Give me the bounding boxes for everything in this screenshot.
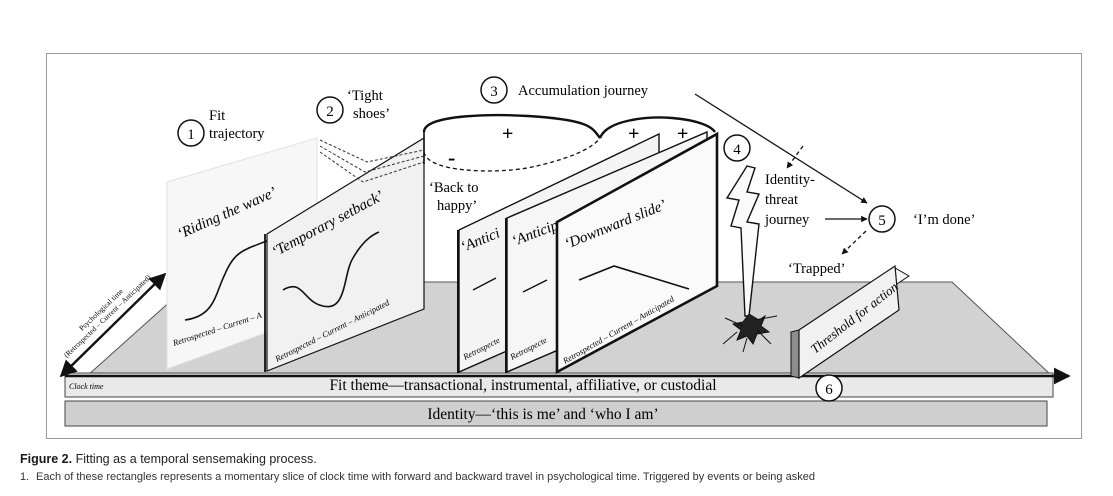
step-number-2: 2 <box>326 104 334 120</box>
fit-theme-text: Fit theme—transactional, instrumental, a… <box>329 377 716 394</box>
im-done-label: ‘I’m done’ <box>913 212 975 228</box>
figure-frame: Clock time Fit theme—transactional, inst… <box>46 53 1082 439</box>
step-number-1: 1 <box>187 127 195 143</box>
cylinder-top-ellipse <box>422 113 601 139</box>
step-circle-5 <box>868 205 896 233</box>
identity-threat-line1: Identity- <box>765 172 815 188</box>
clock-time-label: Clock time <box>69 382 104 391</box>
done-to-trapped-dashed-arrow <box>841 230 867 255</box>
step-circle-1 <box>177 119 205 147</box>
threshold-block-side <box>790 329 800 379</box>
back-to-happy-line2: happy’ <box>437 198 477 214</box>
step-circle-2 <box>316 96 344 124</box>
tight-shoes-line1: ‘Tight <box>347 88 383 104</box>
panel-downward-slide <box>555 131 719 375</box>
impact-crack-icon <box>722 313 778 353</box>
psychological-time-arrow <box>59 272 167 378</box>
antici-line <box>472 277 497 291</box>
setback-curve <box>282 231 380 308</box>
identity-threat-dashed-arrow <box>786 145 804 169</box>
figure-caption-text: Fitting as a temporal sensemaking proces… <box>75 452 317 466</box>
identity-bar <box>64 400 1048 427</box>
decline-line <box>522 279 548 293</box>
figure-note-number: 1. <box>20 471 30 483</box>
step-number-3: 3 <box>490 84 498 100</box>
identity-threat-line2: threat <box>765 192 798 208</box>
trapped-label: ‘Trapped’ <box>788 261 845 277</box>
downward-curve <box>578 265 690 290</box>
plus-sign-1: + <box>502 123 513 145</box>
fit-trajectory-line2: trajectory <box>209 126 265 142</box>
accumulation-journey-label: Accumulation journey <box>518 83 649 99</box>
figure-caption-label: Figure 2. <box>20 452 73 466</box>
step-number-4: 4 <box>733 142 741 158</box>
back-to-happy-line1: ‘Back to <box>429 180 479 196</box>
minus-sign: - <box>448 145 455 170</box>
fit-trajectory-line1: Fit <box>209 108 225 124</box>
step-circle-6 <box>815 374 843 402</box>
panel-temporary-setback <box>266 136 425 372</box>
accumulation-to-done-arrow <box>694 93 868 204</box>
temporal-sensemaking-diagram: Clock time Fit theme—transactional, inst… <box>59 76 1071 427</box>
riding-curve <box>184 239 270 321</box>
tight-shoes-dashes <box>319 139 425 183</box>
identity-threat-line3: journey <box>764 212 810 228</box>
threshold-block-face <box>798 264 900 380</box>
figure-caption: Figure 2. Fitting as a temporal sensemak… <box>20 452 317 466</box>
figure-note-text: Each of these rectangles represents a mo… <box>36 471 815 483</box>
step-circle-4 <box>723 134 751 162</box>
tight-shoes-line2: shoes’ <box>353 106 390 122</box>
cylinder-top-ellipse-2 <box>598 116 716 139</box>
step-number-6: 6 <box>825 382 833 398</box>
step-number-5: 5 <box>878 213 886 229</box>
plus-sign-3: + <box>677 123 688 145</box>
cylinder-dashed-bottom <box>423 137 601 172</box>
plus-sign-2: + <box>628 123 639 145</box>
step-circle-3 <box>480 76 508 104</box>
identity-text: Identity—‘this is me’ and ‘who I am’ <box>427 406 658 423</box>
figure-note: 1. Each of these rectangles represents a … <box>20 471 1110 496</box>
